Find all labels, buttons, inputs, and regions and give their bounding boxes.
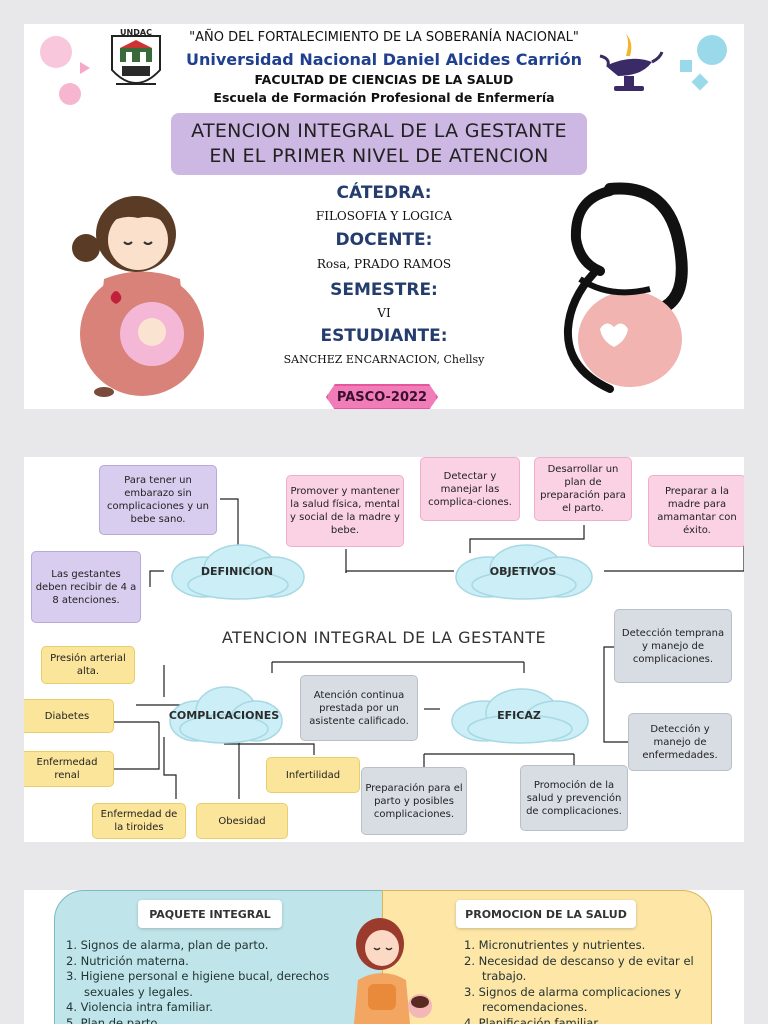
list-item: 1. Micronutrientes y nutrientes. [464,938,646,952]
health-package-slide: PAQUETE INTEGRAL PROMOCION DE LA SALUD 1… [24,890,744,1024]
list-item: 3. Higiene personal e higiene bucal, der… [66,969,330,999]
decorative-shapes-right [680,35,727,91]
complicacion-item-1: Presión arterial alta. [41,646,135,684]
logo-text: UNDAC [120,28,152,37]
list-item: 4. Planificación familiar. [464,1015,601,1024]
catedra-value: FILOSOFIA Y LOGICA [315,209,453,223]
cloud-complicaciones-label: COMPLICACIONES [168,708,280,722]
pregnant-silhouette-icon [563,182,688,393]
list-item: 5. Plan de parto. [66,1015,161,1024]
cloud-definicion-label: DEFINICION [200,564,274,578]
atencion-continua-box: Atención continua prestada por un asiste… [300,675,418,741]
list-item: 1. Signos de alarma, plan de parto. [66,938,269,952]
nursing-lamp-icon [599,34,664,91]
cloud-complicaciones: COMPLICACIONES [164,685,284,745]
university-name: Universidad Nacional Daniel Alcides Carr… [186,50,582,69]
eficaz-item-1: Detección temprana y manejo de complicac… [614,609,732,683]
list-item: 2. Necesidad de descanso y de evitar el … [464,953,694,984]
complicacion-item-3: Enfermedad renal [24,751,114,787]
cover-slide: UNDAC "AÑO DEL FORTALECIMIENTO DE LA SOB… [24,24,744,409]
docente-label: DOCENTE: [335,230,433,250]
cloud-definicion: DEFINICION [164,541,310,601]
decorative-circles-left [40,36,90,105]
semestre-value: VI [377,306,391,320]
school-name: Escuela de Formación Profesional de Enfe… [213,90,555,105]
definicion-box-1: Para tener un embarazo sin complicacione… [99,465,217,535]
cloud-objetivos: OBJETIVOS [448,541,598,601]
map-title: ATENCION INTEGRAL DE LA GESTANTE [221,628,547,647]
estudiante-label: ESTUDIANTE: [320,326,448,346]
list-item: 3. Signos de alarma complicaciones y rec… [464,984,682,1015]
paquete-integral-list: 1. Signos de alarma, plan de parto. 2. N… [66,938,356,1024]
cloud-eficaz-label: EFICAZ [497,708,541,722]
list-item: 2. Nutrición materna. [66,953,189,968]
complicacion-item-4: Enfermedad de la tiroides [92,803,186,839]
cloud-eficaz: EFICAZ [444,685,594,745]
promocion-salud-title: PROMOCION DE LA SALUD [456,900,636,928]
objetivo-box-2: Detectar y manejar las complica-ciones. [420,457,520,521]
docente-value: Rosa, PRADO RAMOS [316,257,452,271]
year-motto: "AÑO DEL FORTALECIMIENTO DE LA SOBERANÍA… [189,30,579,45]
eficaz-item-3: Preparación para el parto y posibles com… [361,767,467,835]
university-seal-icon: UNDAC [111,28,161,85]
complicacion-item-6: Infertilidad [266,757,360,793]
list-item: 4. Violencia intra familiar. [66,1000,213,1014]
paquete-integral-title: PAQUETE INTEGRAL [138,900,282,928]
complicacion-item-5: Obesidad [196,803,288,839]
estudiante-value: SANCHEZ ENCARNACION, Chellsy [283,353,485,366]
mother-baby-icon [354,918,432,1024]
connector-lines [114,498,744,799]
title-line-1: ATENCION INTEGRAL DE LA GESTANTE [191,120,567,142]
objetivo-box-4: Preparar a la madre para amamantar con é… [648,475,744,547]
eficaz-item-2: Detección y manejo de enfermedades. [628,713,732,771]
promocion-salud-list: 1. Micronutrientes y nutrientes. 2. Nece… [464,938,714,1024]
objetivo-box-1: Promover y mantener la salud física, men… [286,475,404,547]
eficaz-item-4: Promoción de la salud y prevención de co… [520,765,628,831]
title-line-2: EN EL PRIMER NIVEL DE ATENCION [209,145,549,167]
title-box: ATENCION INTEGRAL DE LA GESTANTE EN EL P… [171,113,587,175]
definicion-box-2: Las gestantes deben recibir de 4 a 8 ate… [31,551,141,623]
complicacion-item-2: Diabetes [24,699,114,733]
faculty-name: FACULTAD DE CIENCIAS DE LA SALUD [254,72,514,87]
catedra-label: CÁTEDRA: [336,183,432,203]
objetivo-box-3: Desarrollar un plan de preparación para … [534,457,632,521]
concept-map-slide: Para tener un embarazo sin complicacione… [24,457,744,842]
year-banner: PASCO-2022 [326,384,438,409]
pregnant-woman-cartoon-icon [72,196,204,397]
semestre-label: SEMESTRE: [330,280,438,300]
cloud-objetivos-label: OBJETIVOS [489,564,557,578]
